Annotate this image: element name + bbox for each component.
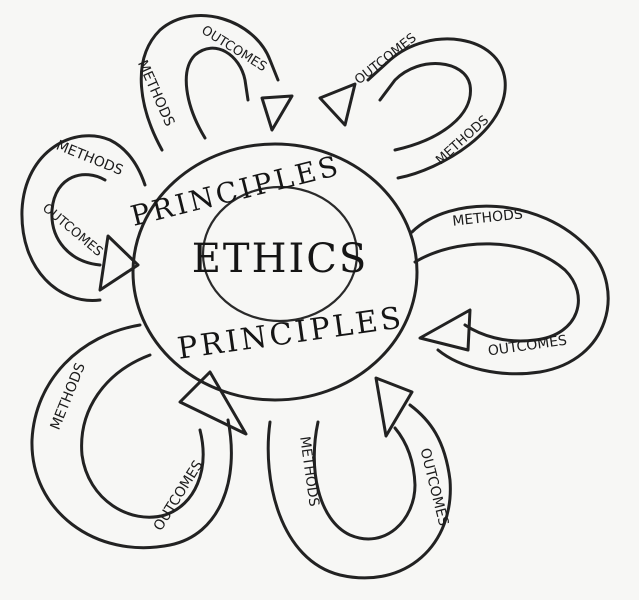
loop-right-outcomes: OUTCOMES	[487, 333, 568, 360]
principles-ring	[131, 142, 419, 402]
loop-bottom-right	[266, 376, 452, 580]
loop-right-methods: METHODS	[452, 206, 524, 229]
loop-top	[139, 14, 294, 152]
ethics-core	[201, 185, 359, 323]
loop-bottom-left	[30, 323, 248, 550]
loop-left	[20, 134, 147, 302]
loop-top-right	[318, 37, 507, 180]
loop-right	[410, 204, 610, 376]
loop-left-outcomes: OUTCOMES	[39, 201, 105, 260]
ethics-label: ETHICS	[192, 236, 369, 282]
principles-label-bottom: PRINCIPLES	[175, 300, 406, 366]
loop-bottom-left-outcomes: OUTCOMES	[151, 458, 207, 534]
loop-bottom-left-methods: METHODS	[48, 361, 89, 433]
loop-bottom-right-methods: METHODS	[296, 435, 322, 507]
loop-top-methods: METHODS	[134, 58, 177, 129]
loop-top-right-outcomes: OUTCOMES	[352, 31, 419, 88]
loop-top-right-methods: METHODS	[433, 113, 492, 168]
principles-label-top: PRINCIPLES	[127, 149, 344, 233]
